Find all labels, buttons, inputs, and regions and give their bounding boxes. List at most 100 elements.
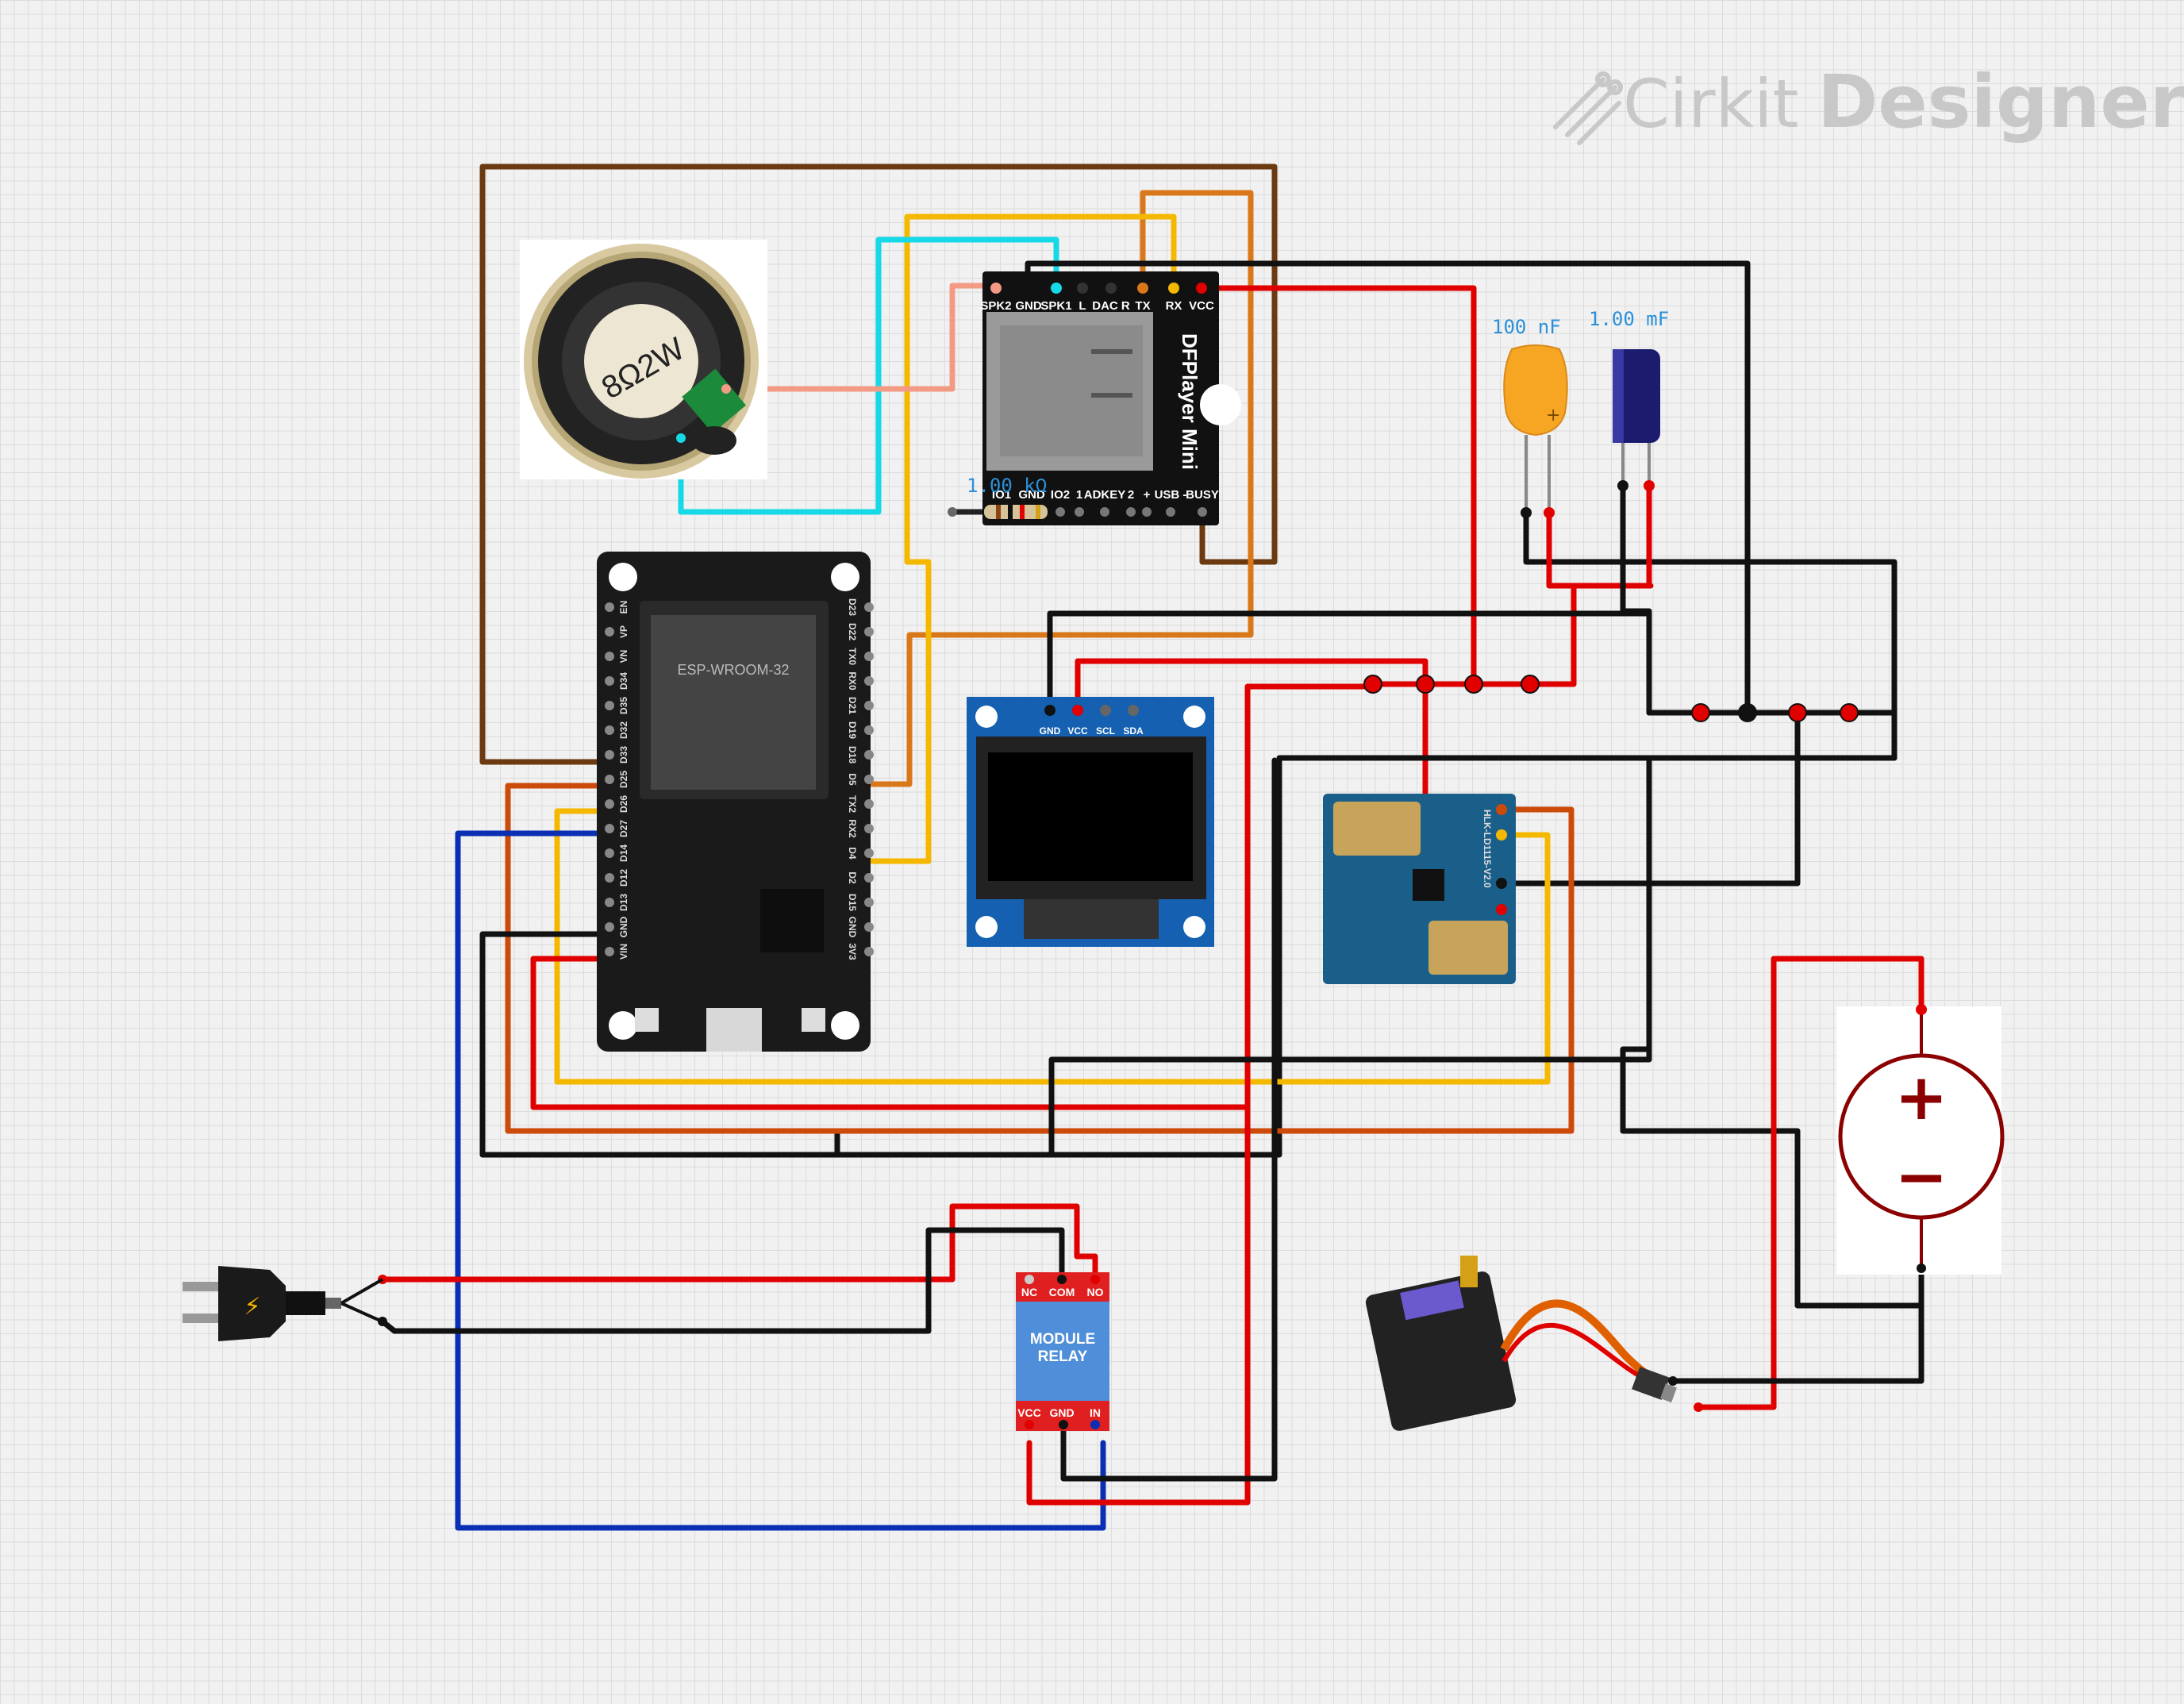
oled-pin[interactable]: [1128, 705, 1139, 716]
esp32-right-pin[interactable]: [864, 652, 874, 661]
speaker[interactable]: 8Ω2W: [520, 240, 767, 479]
wire-red-battery[interactable]: [1695, 956, 1924, 1410]
esp32-right-pin[interactable]: [864, 775, 874, 784]
oled-pin[interactable]: [1044, 705, 1055, 716]
esp32-right-pin[interactable]: [864, 725, 874, 735]
wire-junction[interactable]: [1738, 703, 1757, 722]
wire-red-dfvcc[interactable]: [1198, 285, 1477, 687]
wire-darkorange-ot2[interactable]: [505, 783, 1575, 1134]
dfplayer-pin[interactable]: [1137, 283, 1148, 294]
oled-pin[interactable]: [1100, 705, 1111, 716]
radar-pin[interactable]: [1496, 878, 1507, 889]
dfplayer-pin[interactable]: [1196, 283, 1207, 294]
dfplayer-pin[interactable]: [1105, 283, 1117, 294]
esp32-left-pin[interactable]: [605, 602, 614, 612]
esp32-left-pin[interactable]: [605, 652, 614, 661]
esp32-left-pin[interactable]: [605, 824, 614, 833]
esp32-right-pin[interactable]: [864, 676, 874, 686]
radar-pin[interactable]: [1496, 829, 1507, 840]
esp32-left-pin[interactable]: [605, 922, 614, 932]
relay-pin[interactable]: [1059, 1420, 1068, 1429]
esp32-left-pin[interactable]: [605, 848, 614, 858]
esp32-right-pin[interactable]: [864, 824, 874, 833]
wire-cap2-red[interactable]: [1527, 483, 1652, 687]
resistor[interactable]: 1.00 kΩ: [948, 475, 1048, 519]
dfplayer-pin[interactable]: [1142, 507, 1152, 517]
wire-blue-d27[interactable]: [455, 830, 1106, 1531]
dfplayer-pin[interactable]: [1126, 507, 1136, 517]
wire-cap2-black[interactable]: [1620, 483, 1704, 716]
wire-cap-black[interactable]: [1523, 510, 1924, 1309]
esp32-right-pin[interactable]: [864, 627, 874, 637]
wire-junction[interactable]: [1521, 675, 1540, 694]
esp32-left-pin[interactable]: [605, 898, 614, 907]
esp32-right-pin[interactable]: [864, 873, 874, 883]
esp32-left-pin[interactable]: [605, 701, 614, 710]
wire-red-relay-no[interactable]: [379, 1203, 1098, 1283]
dfplayer-pin[interactable]: [1077, 283, 1088, 294]
wire-black-espgnd[interactable]: [479, 931, 1652, 1158]
esp32-left-pin[interactable]: [605, 799, 614, 809]
dfplayer-pin[interactable]: [990, 283, 1002, 294]
esp32-left-pin[interactable]: [605, 725, 614, 735]
dfplayer-pin[interactable]: [1198, 507, 1207, 517]
esp32-right-pin[interactable]: [864, 701, 874, 710]
capacitor-ceramic[interactable]: 100 nF +: [1492, 316, 1568, 518]
esp32-left-pin[interactable]: [605, 775, 614, 784]
wire-junction[interactable]: [1416, 675, 1435, 694]
capacitor-electrolytic[interactable]: 1.00 mF: [1589, 308, 1669, 491]
radar-pin[interactable]: [1496, 904, 1507, 915]
relay-pin[interactable]: [1025, 1275, 1034, 1284]
wire-black-radar-gnd[interactable]: [1498, 710, 1801, 887]
battery-pin-plus[interactable]: [1916, 1004, 1927, 1015]
speaker-pin-minus[interactable]: [676, 433, 686, 443]
wire-red-oled-vcc[interactable]: [1075, 658, 1428, 714]
dfplayer-pin[interactable]: [1075, 507, 1084, 517]
dfplayer-pin[interactable]: [1055, 507, 1065, 517]
wire-yellow-rx[interactable]: [866, 213, 1177, 864]
dfplayer-pin[interactable]: [1051, 283, 1062, 294]
wire-red-vin[interactable]: [530, 683, 1376, 1110]
esp32-left-pin[interactable]: [605, 627, 614, 637]
radar-pin[interactable]: [1496, 804, 1507, 815]
esp32-left-pin[interactable]: [605, 947, 614, 956]
ac-plug[interactable]: ⚡: [183, 1266, 387, 1341]
radar-module[interactable]: HLK-LD1115-V2.0: [1323, 794, 1516, 984]
wire-black-relay-gnd[interactable]: [1060, 757, 1278, 1482]
battery-source[interactable]: + −: [1836, 1004, 2005, 1275]
esp32-right-pin[interactable]: [864, 750, 874, 760]
relay-pin[interactable]: [1025, 1420, 1034, 1429]
dfplayer-pin[interactable]: [1100, 507, 1109, 517]
wire-brown[interactable]: [479, 163, 1278, 765]
esp32-left-pin[interactable]: [605, 676, 614, 686]
wire-junction[interactable]: [1788, 703, 1807, 722]
wire-orange-tx[interactable]: [866, 190, 1254, 787]
dfplayer-pin[interactable]: [1168, 283, 1179, 294]
wire-junction[interactable]: [1363, 675, 1382, 694]
relay-pin[interactable]: [1090, 1420, 1100, 1429]
battery-pin-minus[interactable]: [1917, 1264, 1926, 1273]
dfplayer-pin[interactable]: [1166, 507, 1175, 517]
esp32-right-pin[interactable]: [864, 799, 874, 809]
wire-black-oled-gnd[interactable]: [1047, 610, 1652, 716]
wire-junction[interactable]: [1840, 703, 1859, 722]
esp32-right-pin[interactable]: [864, 602, 874, 612]
servo-motor[interactable]: [1364, 1256, 1703, 1433]
wire-black-relay-com[interactable]: [379, 1227, 1065, 1334]
esp32-board[interactable]: ESP-WROOM-32 ENVPVND34D35D32D33D25D26D27…: [597, 552, 874, 1052]
wire-junction[interactable]: [1691, 703, 1710, 722]
wire-cap-red[interactable]: [1546, 510, 1654, 589]
wire-black-battery[interactable]: [1670, 1267, 1924, 1384]
oled-pin[interactable]: [1072, 705, 1083, 716]
wire-salmon-spk2[interactable]: [723, 283, 999, 392]
esp32-left-pin[interactable]: [605, 750, 614, 760]
esp32-left-pin[interactable]: [605, 873, 614, 883]
dfplayer-pin[interactable]: [1022, 283, 1033, 294]
relay-pin[interactable]: [1057, 1275, 1067, 1284]
wire-junction[interactable]: [1464, 675, 1483, 694]
esp32-right-pin[interactable]: [864, 947, 874, 956]
esp32-right-pin[interactable]: [864, 922, 874, 932]
